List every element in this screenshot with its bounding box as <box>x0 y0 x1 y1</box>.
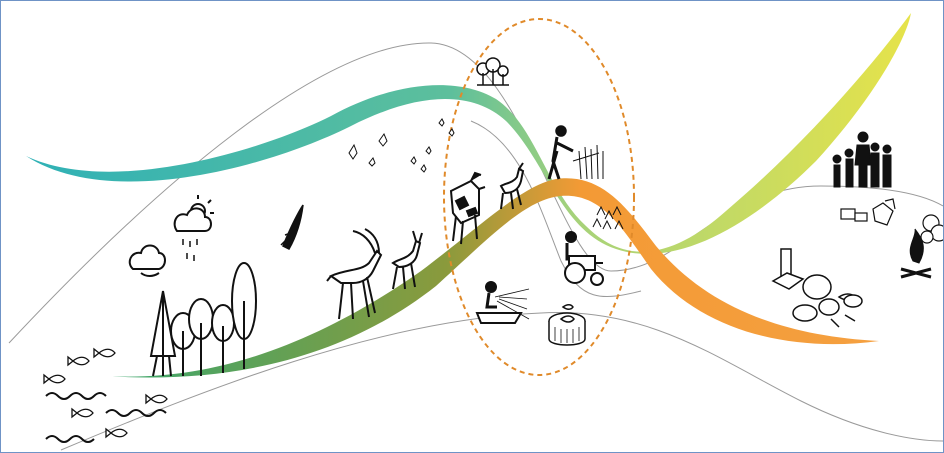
food-icon <box>771 248 863 328</box>
guide-line-middle <box>470 120 642 297</box>
bird-icon <box>280 204 304 250</box>
water-wave-icon <box>45 392 167 443</box>
tree-icon <box>476 57 509 86</box>
deer-icon <box>391 230 423 290</box>
guide-line-lower <box>60 312 943 451</box>
cow-icon <box>449 171 486 245</box>
rain-cloud-icon <box>173 195 214 261</box>
highlight-ring <box>443 18 635 376</box>
family-icon <box>832 131 892 188</box>
butterfly-icon <box>348 118 455 173</box>
campfire-icon <box>900 228 932 279</box>
fishing-icon <box>475 281 530 324</box>
cloud-icon <box>128 244 166 277</box>
market-goods-icon <box>840 198 943 244</box>
crop-icon <box>572 144 624 230</box>
guide-lines <box>8 42 943 451</box>
farmer-icon <box>547 125 574 180</box>
fish-trap-icon <box>548 304 586 346</box>
guide-line-upper <box>8 42 943 344</box>
fish-icon <box>43 347 168 439</box>
goat-icon <box>499 162 525 210</box>
antelope-icon <box>326 228 383 320</box>
tree-icon <box>149 262 257 377</box>
tractor-icon <box>564 231 604 286</box>
